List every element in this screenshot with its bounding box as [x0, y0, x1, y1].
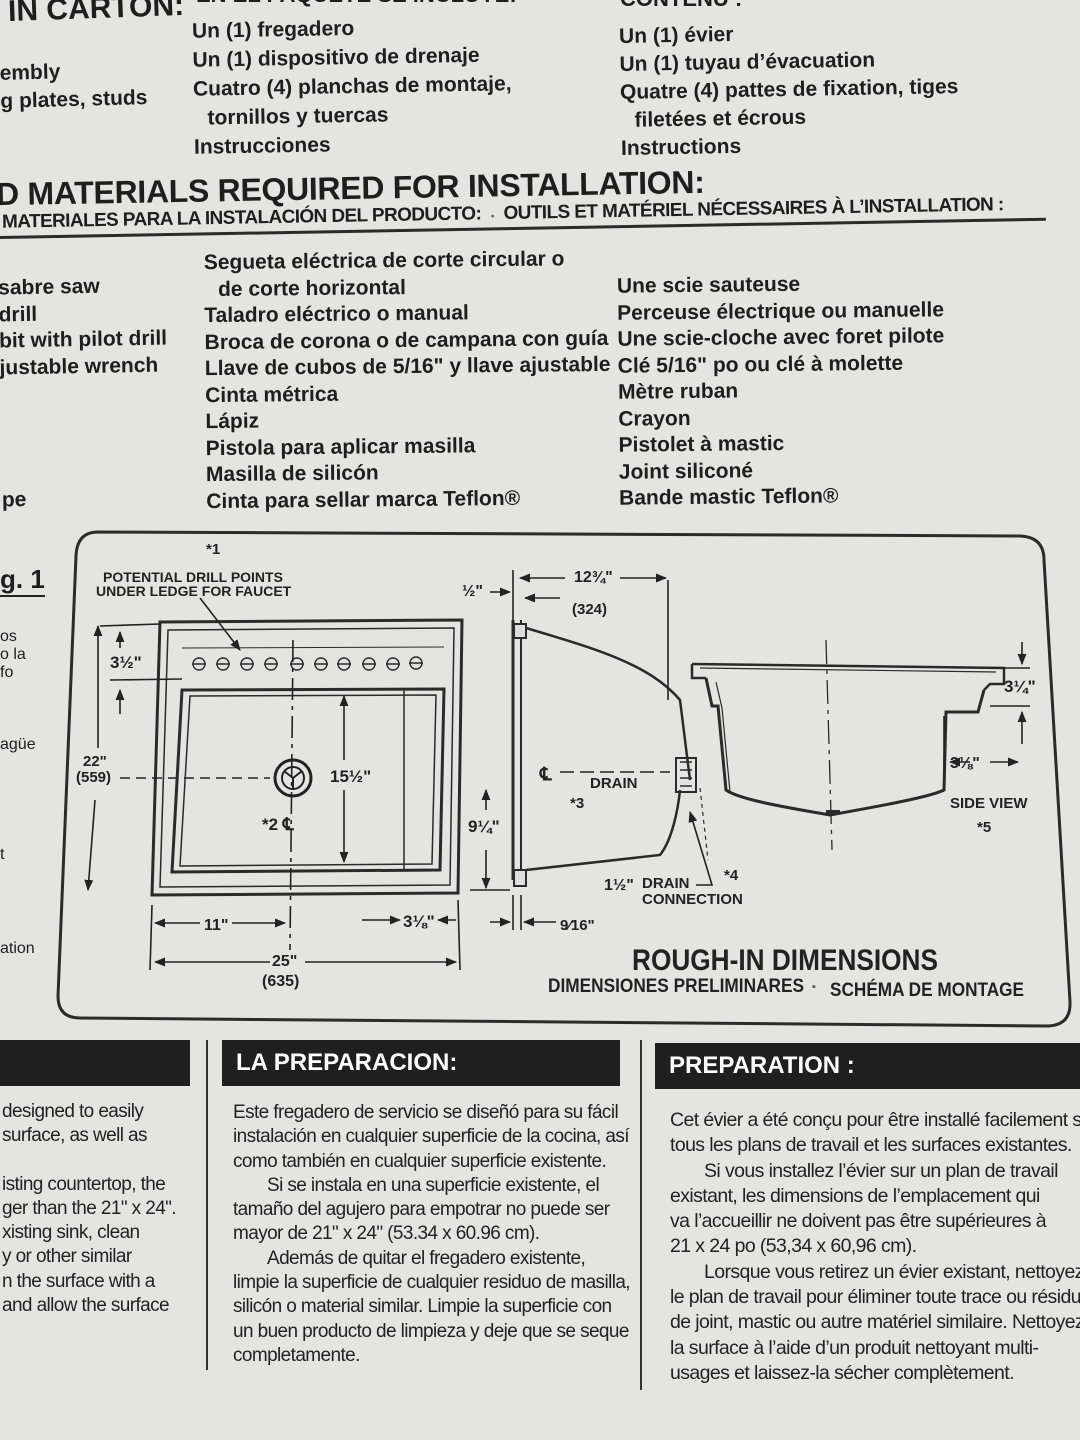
dim-3-5: 3½": [110, 653, 142, 672]
drain-conn-label-2: CONNECTION: [642, 891, 743, 908]
carton-heading-en: IN CARTON:: [7, 0, 185, 29]
dim-3-125-bottom: 3⅛": [403, 912, 435, 931]
side-view-label: SIDE VIEW: [950, 795, 1028, 812]
drain-conn-label-1: DRAIN: [642, 875, 690, 892]
dim-9-25: 9¼": [468, 817, 500, 836]
prep-header-es: LA PREPARACION:: [222, 1040, 620, 1086]
figure-left-fragment-6: ation: [0, 940, 35, 957]
drain-conn-size: 1½": [604, 877, 634, 894]
dim-559: (559): [76, 769, 111, 786]
dim-15-5: 15½": [330, 767, 371, 786]
column-divider-2: [640, 1040, 642, 1390]
prep-header-en: [0, 1040, 190, 1086]
tools-list-es: Segueta eléctrica de corte circular o de…: [203, 247, 611, 513]
sink-top-view: [150, 618, 464, 897]
figure-label: g. 1: [0, 564, 45, 597]
prep-text-es: Este fregadero de servicio se diseñó par…: [233, 1102, 631, 1366]
prep-header-fr: PREPARATION :: [655, 1043, 1080, 1089]
figure-frame: [56, 530, 1072, 1028]
carton-list-en: embly g plates, studs: [0, 60, 148, 113]
dim-22: 22": [83, 753, 107, 770]
callout-2: *2 ℄: [262, 815, 295, 834]
side-profile-dims: [470, 570, 714, 930]
figure-left-fragment-4: agüe: [0, 736, 36, 753]
rough-in-subtitle-fr: SCHÉMA DE MONTAGE: [830, 979, 1024, 1001]
callout-5: *5: [977, 819, 991, 836]
figure-left-fragments: os o la fo: [0, 628, 26, 681]
dim-half: ½": [462, 583, 483, 600]
rough-in-title: ROUGH-IN DIMENSIONS: [632, 944, 938, 977]
top-view-dims: [84, 597, 461, 971]
drain-centerline: ℄: [539, 764, 552, 784]
sink-side-profile: [511, 620, 709, 887]
callout-4: *4: [724, 867, 739, 884]
dim-9-16: 9⁄16": [560, 917, 595, 934]
carton-list-fr: Un (1) évier Un (1) tuyau d’évacuation Q…: [618, 22, 959, 160]
dim-3-125-side: 3⅛": [950, 755, 980, 772]
prep-text-fr: Cet évier a été conçu pour être installé…: [670, 1109, 1080, 1384]
prep-text-en: designed to easily surface, as well as i…: [2, 1101, 177, 1317]
tools-list-fr: Une scie sauteuse Perceuse électrique ou…: [616, 272, 945, 510]
drill-note-line-2: UNDER LEDGE FOR FAUCET: [96, 583, 292, 599]
dim-11: 11": [204, 917, 229, 934]
dim-12-75: 12¾": [574, 569, 613, 586]
dim-635: (635): [262, 973, 299, 990]
rough-in-subtitle-sep: ▪: [812, 981, 816, 993]
dim-324: (324): [572, 601, 607, 618]
callout-1: *1: [206, 541, 220, 558]
sink-side-view: [690, 639, 1006, 851]
dim-3-25: 3¼": [1004, 677, 1036, 696]
figure-left-fragment-5: t: [0, 846, 5, 863]
dim-25: 25": [272, 953, 297, 970]
callout-3: *3: [570, 795, 584, 812]
carton-heading-fr: CONTENU :: [620, 0, 742, 12]
drill-note-line-1: POTENTIAL DRILL POINTS: [103, 569, 283, 585]
drill-points: [192, 656, 423, 671]
side-view-dims: [943, 642, 1030, 770]
drain-label: DRAIN: [590, 775, 638, 792]
subheading-separator: ▪: [490, 211, 495, 223]
tools-list-en: sabre saw drill bit with pilot drill jus…: [0, 274, 168, 512]
rough-in-subtitle-es: DIMENSIONES PRELIMINARES: [548, 976, 804, 997]
drain-top: [273, 758, 313, 798]
carton-list-es: Un (1) fregadero Un (1) dispositivo de d…: [191, 16, 512, 159]
column-divider-1: [206, 1040, 208, 1370]
carton-heading-es: EN EL PAQUETE SE INCLUYE:: [196, 0, 517, 8]
